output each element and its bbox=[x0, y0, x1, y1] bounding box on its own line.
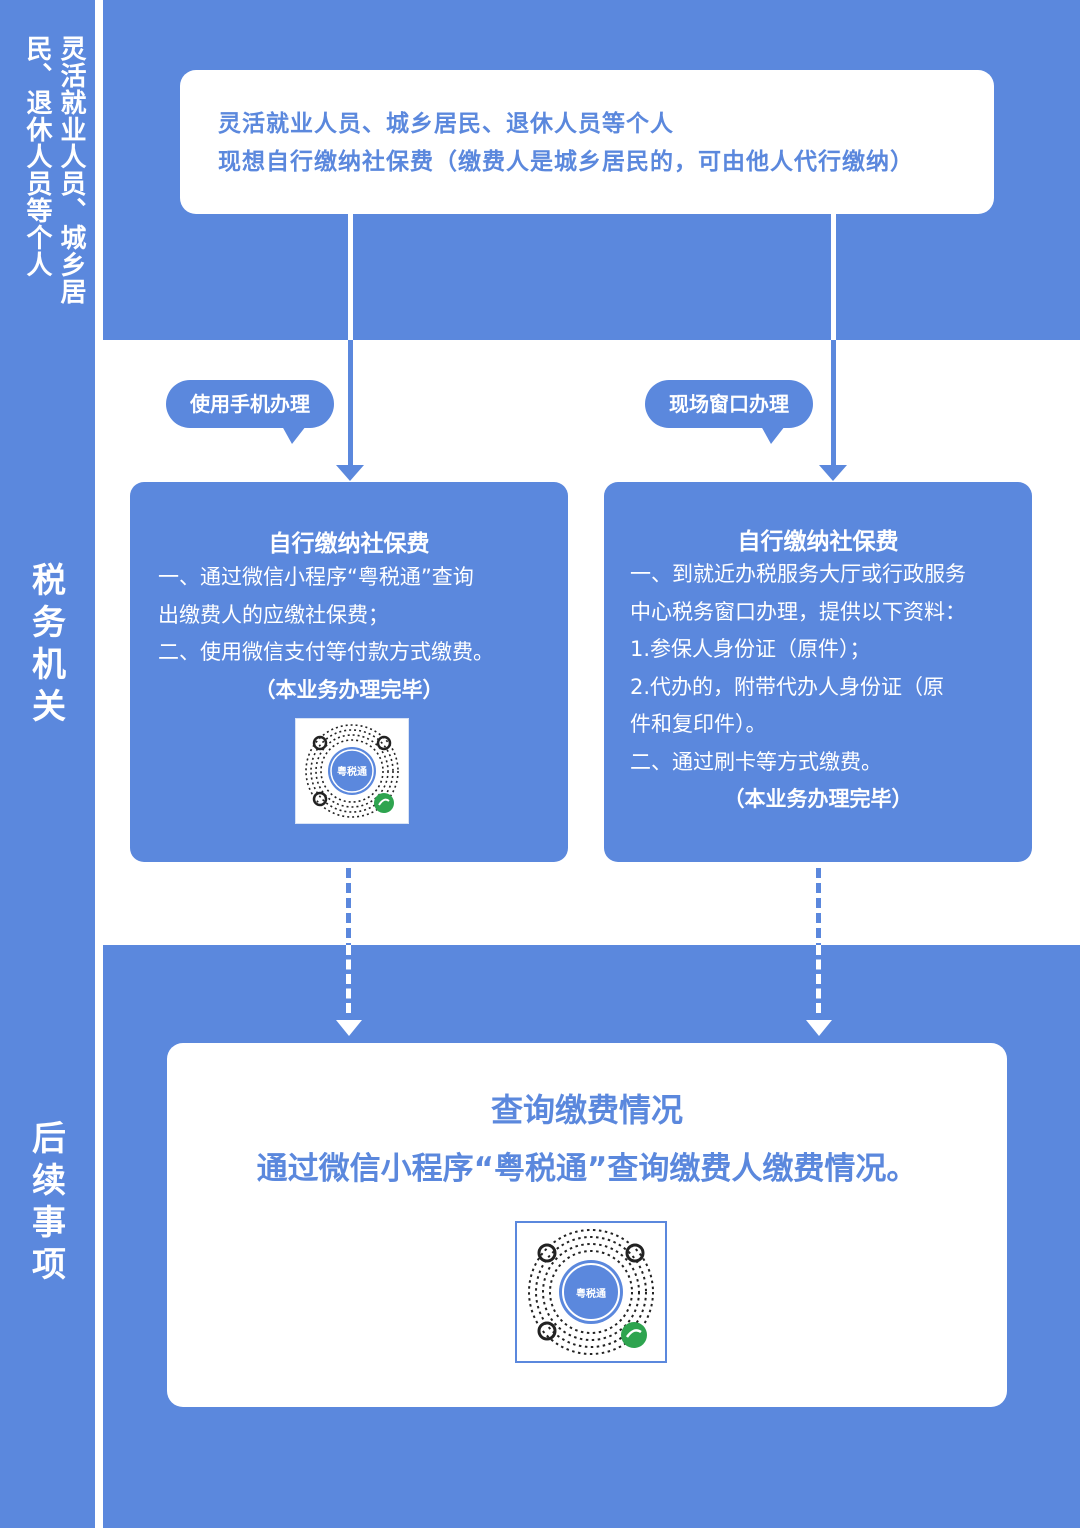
window-process-card: 自行缴纳社保费 一、到就近办税服务大厅或行政服务 中心税务窗口办理，提供以下资料… bbox=[604, 482, 1032, 862]
arrow-down-icon bbox=[336, 1020, 362, 1036]
lane-label-char: 税 bbox=[32, 561, 66, 601]
lane-label-char: 务 bbox=[32, 603, 66, 643]
dashed-connector-right bbox=[816, 868, 821, 1013]
lane-label-char: 机 bbox=[32, 645, 66, 685]
connector-right-upper bbox=[831, 214, 836, 340]
svg-text:粤税通: 粤税通 bbox=[576, 1287, 606, 1300]
window-card-line: 件和复印件）。 bbox=[630, 712, 767, 736]
lane-label-tax-authority: 税 务 机 关 bbox=[20, 560, 78, 728]
phone-card-line: 一、通过微信小程序“粤税通”查询 bbox=[158, 565, 474, 589]
qr-code-icon: 粤税通 bbox=[515, 1221, 667, 1363]
speech-bubble-window: 现场窗口办理 bbox=[645, 380, 813, 444]
lane-label-char: 后 bbox=[32, 1119, 66, 1159]
lane-label-follow-up: 后 续 事 项 bbox=[20, 1118, 78, 1286]
window-card-done: （本业务办理完毕） bbox=[723, 787, 913, 811]
follow-up-title: 查询缴费情况 bbox=[490, 1091, 683, 1129]
dashed-connector-left bbox=[346, 868, 351, 1013]
qr-code-graphic: 粤税通 bbox=[517, 1223, 665, 1361]
dashed-connector-left-lower bbox=[346, 945, 351, 1013]
window-card-line: 中心税务窗口办理，提供以下资料： bbox=[630, 599, 966, 624]
lane-label-char: 续 bbox=[32, 1161, 66, 1201]
speech-bubble-phone: 使用手机办理 bbox=[166, 380, 334, 444]
phone-card-line: 出缴费人的应缴社保费； bbox=[158, 602, 389, 627]
window-card-line: 一、到就近办税服务大厅或行政服务 bbox=[630, 562, 966, 586]
lane-header-individuals bbox=[0, 0, 95, 340]
lane-label-char: 项 bbox=[32, 1245, 66, 1285]
connector-left-middle bbox=[348, 340, 353, 468]
phone-card-line: 二、使用微信支付等付款方式缴费。 bbox=[158, 640, 494, 664]
lane-label-char: 关 bbox=[32, 687, 66, 727]
window-card-title: 自行缴纳社保费 bbox=[737, 529, 899, 555]
connector-left-upper bbox=[348, 214, 353, 340]
qr-code-icon: 粤税通 bbox=[295, 718, 409, 824]
lane-header-follow-up bbox=[0, 945, 95, 1528]
start-box-line-1: 灵活就业人员、城乡居民、退休人员等个人 bbox=[218, 111, 674, 137]
start-box-line-2: 现想自行缴纳社保费（缴费人是城乡居民的，可由他人代行缴纳） bbox=[218, 149, 914, 175]
lane-divider bbox=[95, 0, 103, 1528]
arrow-down-icon bbox=[819, 465, 847, 481]
lane-label-individuals: 灵活就业人员、城乡居民、退休人员等个人 bbox=[22, 35, 86, 305]
phone-card-done: （本业务办理完毕） bbox=[254, 677, 444, 702]
phone-card-title: 自行缴纳社保费 bbox=[268, 531, 430, 557]
lane-header-tax-authority bbox=[0, 340, 95, 945]
window-card-body: 一、到就近办税服务大厅或行政服务 中心税务窗口办理，提供以下资料： 1.参保人身… bbox=[630, 556, 1006, 819]
arrow-down-icon bbox=[806, 1020, 832, 1036]
start-box bbox=[180, 70, 994, 214]
connector-right-middle bbox=[831, 340, 836, 468]
window-card-line: 二、通过刷卡等方式缴费。 bbox=[630, 749, 882, 774]
dashed-connector-right-lower bbox=[816, 945, 821, 1013]
lane-label-char: 事 bbox=[32, 1203, 66, 1243]
qr-code-graphic: 粤税通 bbox=[296, 719, 408, 823]
window-card-line: 2.代办的，附带代办人身份证（原 bbox=[630, 674, 945, 699]
window-card-line: 1.参保人身份证（原件）； bbox=[630, 637, 871, 661]
svg-text:粤税通: 粤税通 bbox=[337, 765, 367, 778]
arrow-down-icon bbox=[336, 465, 364, 481]
phone-card-body: 一、通过微信小程序“粤税通”查询 出缴费人的应缴社保费； 二、使用微信支付等付款… bbox=[158, 559, 540, 709]
follow-up-text: 通过微信小程序“粤税通”查询缴费人缴费情况。 bbox=[256, 1151, 918, 1187]
